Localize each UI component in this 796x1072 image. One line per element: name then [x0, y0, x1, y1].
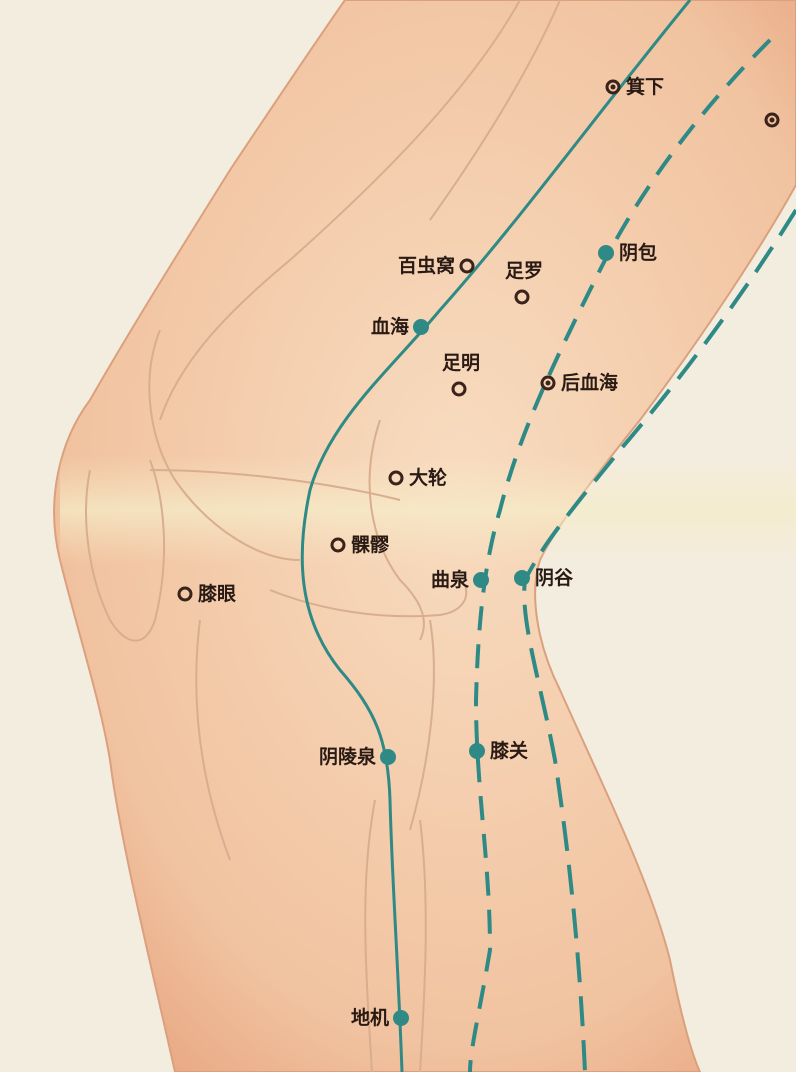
acupoint-marker — [598, 245, 614, 261]
acupoint-label: 阴包 — [619, 241, 657, 264]
acupoint-label: 曲泉 — [431, 568, 470, 591]
acupoint-marker — [393, 1010, 409, 1026]
acupoint-label: 后血海 — [561, 371, 618, 394]
acupoint-label: 百虫窝 — [398, 254, 455, 277]
acupoint-marker — [380, 749, 396, 765]
acupoint-label: 足明 — [442, 352, 480, 374]
acupoint-label: 阴陵泉 — [319, 745, 377, 768]
acupoint-label: 大轮 — [409, 466, 447, 489]
acupoint-label: 箕下 — [626, 75, 664, 98]
acupoint-yingu: 阴谷 — [514, 567, 574, 589]
acupoint-marker — [473, 572, 489, 588]
acupoint-label: 膝关 — [490, 739, 528, 762]
acupoint-marker — [514, 570, 530, 586]
acupoint-center-dot — [546, 381, 551, 386]
acupoint-label: 足罗 — [505, 260, 543, 282]
acupoint-label: 髁髎 — [351, 534, 390, 556]
acupoint-label: 地机 — [351, 1006, 389, 1029]
acupoint-label: 血海 — [371, 315, 409, 338]
acupoint-center-dot — [770, 118, 775, 123]
acupoint-marker — [469, 743, 485, 759]
acupoint-label: 阴谷 — [535, 567, 574, 589]
acupoint-label: 膝眼 — [198, 582, 236, 605]
acupoint-center-dot — [611, 85, 616, 90]
acupoint-marker — [413, 319, 429, 335]
